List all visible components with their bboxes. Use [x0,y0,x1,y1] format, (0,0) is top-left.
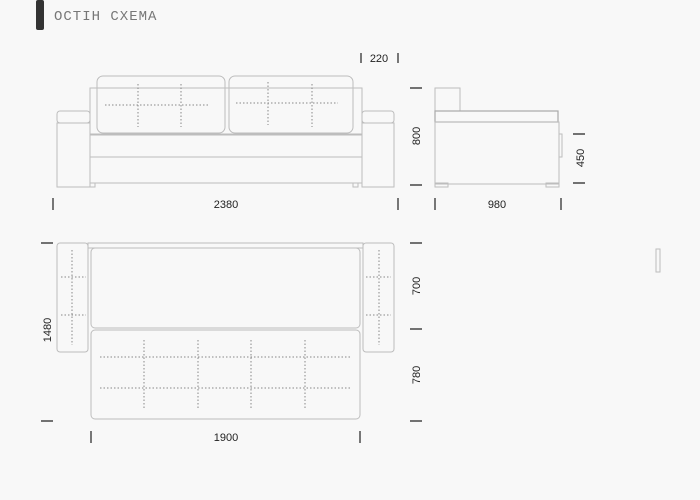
back-cushion-right [228,75,354,134]
dim-total-width: 2380 [214,199,238,211]
dim-seat-height: 450 [575,149,587,167]
dim-depth: 980 [488,199,506,211]
dim-armrest: 220 [370,53,388,65]
left-armrest [56,110,91,124]
dim-top-depth: 1480 [42,318,54,342]
dim-seat-zone: 780 [411,366,423,384]
side-view [434,87,563,188]
right-armrest [361,110,395,124]
back-cushion-left [96,75,226,134]
top-view [56,242,395,420]
front-view [56,75,395,188]
dim-back-zone: 700 [411,277,423,295]
dim-height: 800 [411,127,423,145]
title-accent-bar [36,0,44,30]
scroll-indicator [655,248,661,273]
dim-sleeping-width: 1900 [214,432,238,444]
page-title: ОСТІН СХЕМА [54,9,157,25]
